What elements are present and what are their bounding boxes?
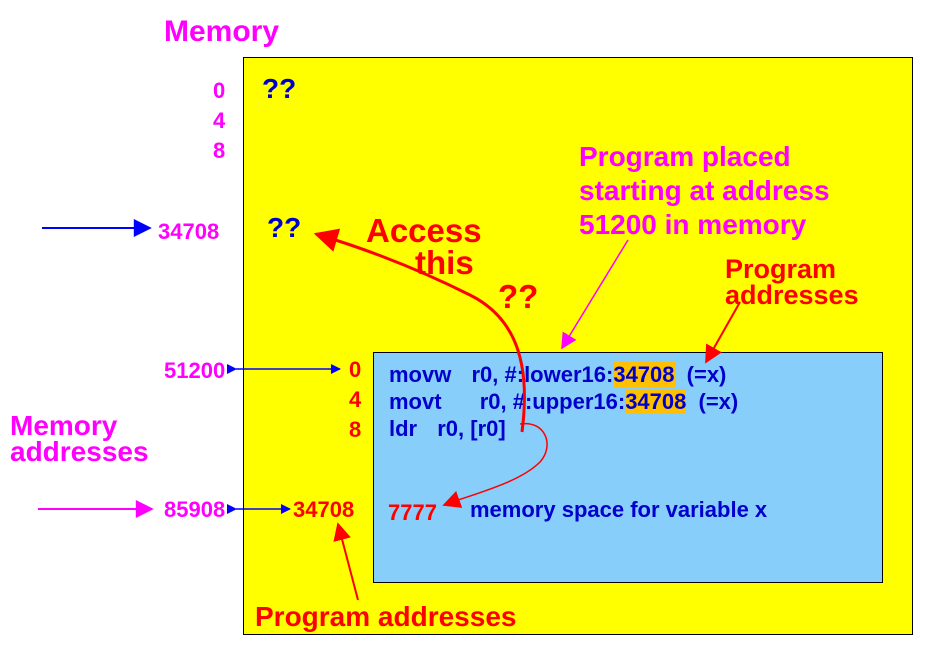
program-placed-line-2: starting at address <box>579 175 830 206</box>
program-addresses-bottom-label: Program addresses <box>255 601 517 632</box>
instruction-comment: (=x) <box>698 389 739 414</box>
memory-address-34708: 34708 <box>158 219 220 244</box>
program-placed-label: Program placed starting at address 51200… <box>579 140 830 242</box>
program-addresses-top-line-2: addresses <box>725 280 859 310</box>
program-placed-arrow <box>561 239 629 350</box>
instruction-args: r0, [r0] <box>437 416 506 441</box>
ldr-target-arrow <box>442 422 548 508</box>
instruction-args: r0, #:lower16: <box>471 362 614 387</box>
program-address-34708: 34708 <box>293 497 355 522</box>
memory-addresses-label: Memory addresses <box>10 410 149 467</box>
instruction-op: movw <box>389 362 452 387</box>
instruction-comment: (=x) <box>686 362 727 387</box>
memory-address-0: 0 <box>213 78 226 103</box>
access-label-line-1: Access <box>366 212 482 249</box>
variable-value: 7777 <box>388 500 437 525</box>
program-placed-line-1: Program placed <box>579 141 791 172</box>
highlighted-address: 34708 <box>613 362 675 387</box>
program-address-0: 0 <box>349 357 362 382</box>
memory-value-34708: ?? <box>267 212 302 243</box>
diagram-title: Memory <box>164 15 280 48</box>
question-label: ?? <box>498 278 539 315</box>
instruction-args: r0, #:upper16: <box>479 389 626 414</box>
memory-addresses-line-2: addresses <box>10 436 149 467</box>
program-addresses-top-line-1: Program <box>725 254 837 284</box>
program-address-4: 4 <box>349 387 362 412</box>
instruction-op: ldr <box>389 416 418 441</box>
instruction-op: movt <box>389 389 442 414</box>
memory-address-4: 4 <box>213 108 226 133</box>
program-addresses-top-label: Program addresses <box>725 254 859 310</box>
instruction-movt: movt r0, #:upper16:34708 (=x) <box>389 389 739 414</box>
instruction-ldr: ldr r0, [r0] <box>389 418 506 440</box>
program-placed-line-3: 51200 in memory <box>579 209 807 240</box>
variable-description: memory space for variable x <box>470 497 768 522</box>
program-addresses-top-arrow <box>705 301 741 364</box>
program-address-8: 8 <box>349 417 362 442</box>
highlighted-address: 34708 <box>625 389 687 414</box>
memory-address-85908: 85908 <box>164 497 226 522</box>
memory-address-51200: 51200 <box>164 358 226 383</box>
program-addresses-bottom-arrow <box>333 522 359 601</box>
memory-addresses-line-1: Memory <box>10 410 118 441</box>
instruction-movw: movw r0, #:lower16:34708 (=x) <box>389 362 727 387</box>
memory-address-8: 8 <box>213 138 226 163</box>
access-arrow <box>313 228 526 433</box>
memory-value-0: ?? <box>262 73 297 104</box>
